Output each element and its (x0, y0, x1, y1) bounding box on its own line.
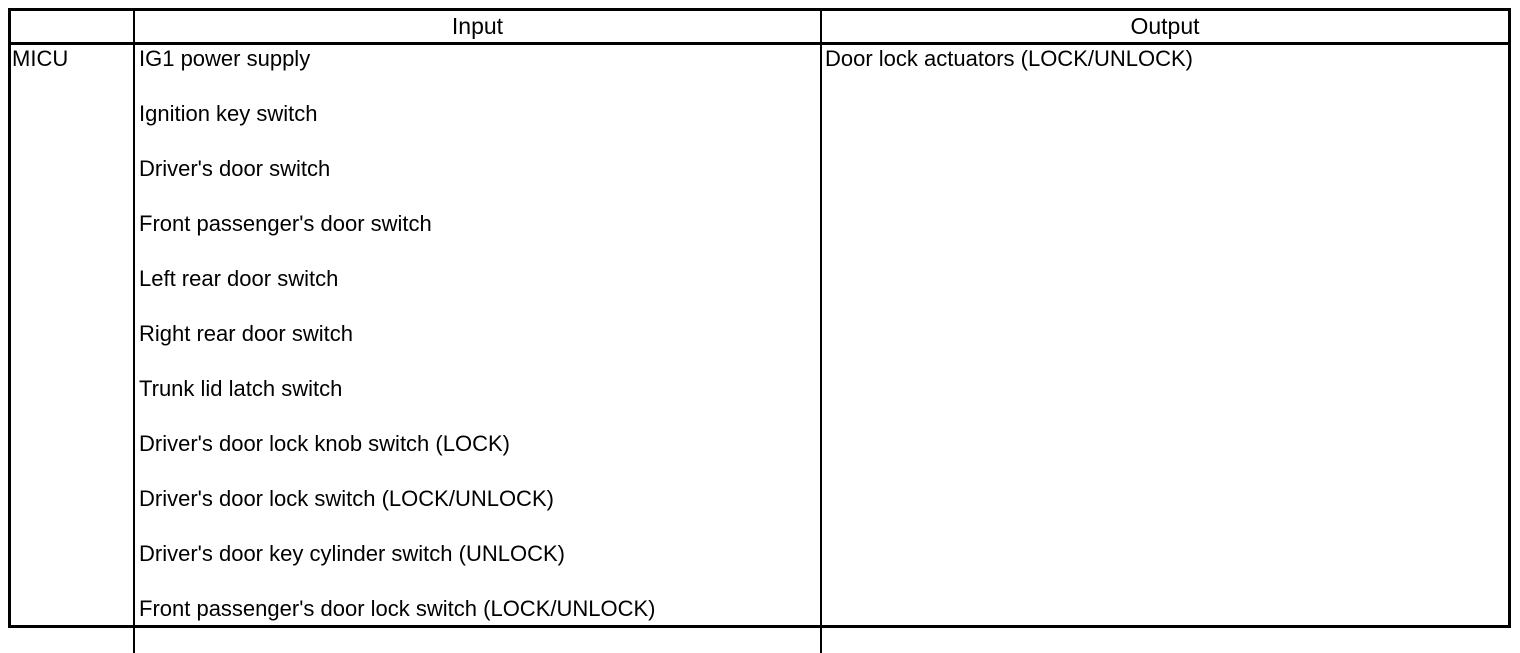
input-item: Driver's door lock knob switch (LOCK) (139, 431, 510, 456)
input-item: Left rear door switch (139, 266, 339, 291)
io-table: Input Output MICU IG1 power supply Ignit… (8, 8, 1511, 653)
unit-cell: MICU (11, 45, 133, 653)
input-item: Right rear door switch (139, 321, 353, 346)
table-header-row: Input Output (11, 11, 1508, 45)
output-item: Door lock actuators (LOCK/UNLOCK) (825, 46, 1193, 71)
input-item: Trunk lid latch switch (139, 376, 343, 401)
unit-label: MICU (12, 46, 69, 71)
table-row: MICU IG1 power supply Ignition key switc… (11, 45, 1508, 653)
input-item: Front passenger's door switch (139, 211, 432, 236)
input-item: Driver's door key cylinder switch (UNLOC… (139, 541, 565, 566)
input-item: Ignition key switch (139, 101, 318, 126)
header-output: Output (820, 11, 1508, 42)
input-cell: IG1 power supply Ignition key switch Dri… (133, 45, 820, 653)
header-unit-cell (11, 11, 133, 42)
input-item: Driver's door lock switch (LOCK/UNLOCK) (139, 486, 554, 511)
header-input: Input (133, 11, 820, 42)
output-cell: Door lock actuators (LOCK/UNLOCK) (820, 45, 1508, 653)
input-item: Front passenger's door lock switch (LOCK… (139, 596, 656, 621)
input-item: IG1 power supply (139, 46, 311, 71)
input-item: Driver's door switch (139, 156, 331, 181)
